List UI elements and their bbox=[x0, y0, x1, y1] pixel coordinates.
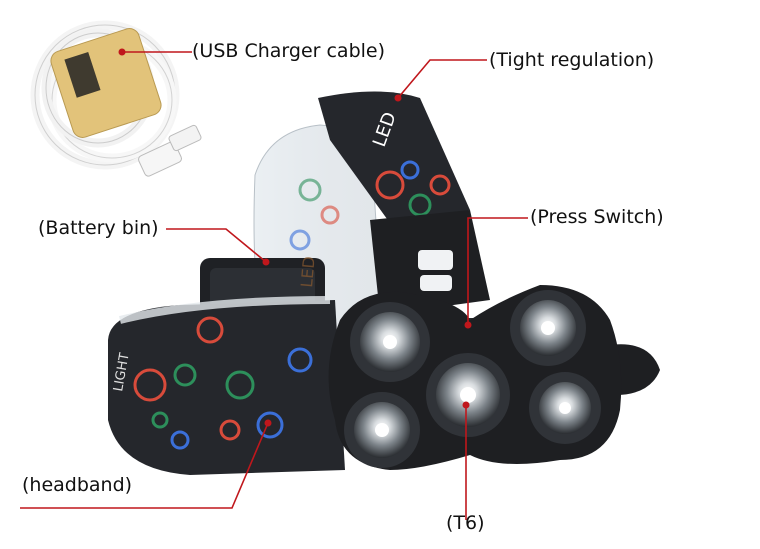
tight-regulation-leader bbox=[397, 59, 487, 99]
tight-regulation-label: (Tight regulation) bbox=[489, 49, 655, 71]
press-switch-leader bbox=[467, 217, 528, 325]
led-lens-bottom-left bbox=[344, 392, 420, 468]
headband-leader bbox=[20, 422, 269, 509]
battery-bin-label: (Battery bin) bbox=[38, 217, 159, 239]
leader-lines bbox=[20, 51, 528, 520]
usb-cable-label: (USB Charger cable) bbox=[192, 40, 386, 62]
led-lens-center bbox=[426, 353, 510, 437]
headband-image bbox=[108, 296, 345, 475]
led-lens-top-right bbox=[510, 290, 586, 366]
led-lens-top-left bbox=[350, 302, 430, 382]
leader-dots bbox=[118, 48, 472, 427]
battery-bin-leader bbox=[166, 228, 267, 263]
side-band-text: LIGHT bbox=[111, 352, 133, 393]
usb-cable-image bbox=[30, 20, 202, 177]
press-switch-label: (Press Switch) bbox=[530, 206, 664, 228]
front-band-text: LED bbox=[297, 255, 319, 288]
t6-label: (T6) bbox=[446, 512, 485, 534]
top-band-image bbox=[318, 91, 470, 230]
led-lens-bottom-right bbox=[529, 372, 601, 444]
headband-label: (headband) bbox=[22, 474, 133, 496]
